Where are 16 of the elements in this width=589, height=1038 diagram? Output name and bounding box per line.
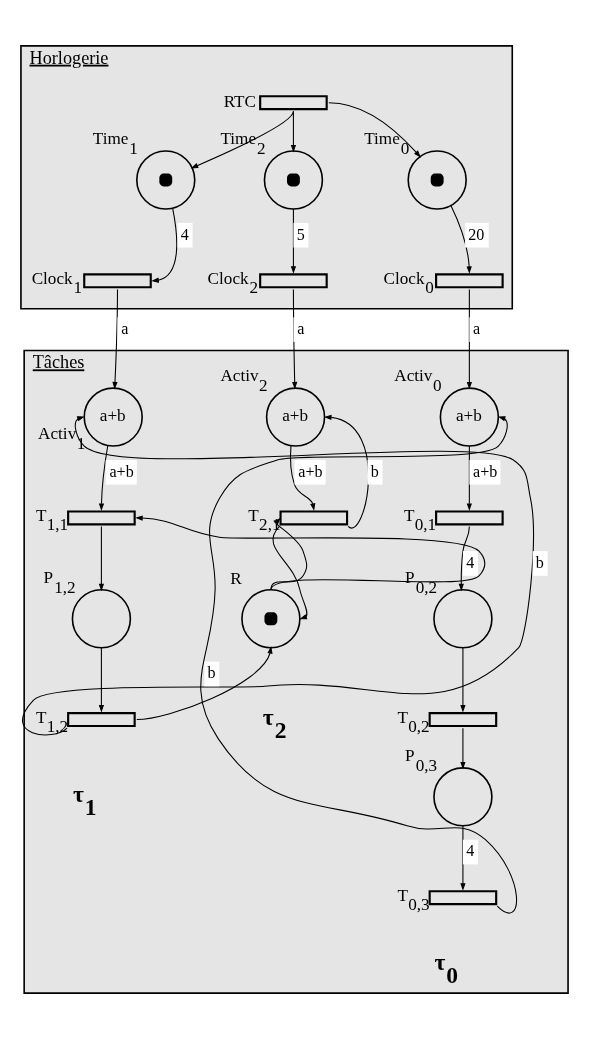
node-label: RTC [223, 91, 257, 111]
edge-label: 4 [466, 841, 475, 859]
edge-label: a+b [298, 462, 323, 480]
edge-label: a [473, 319, 481, 337]
edge-label: 4 [466, 553, 475, 571]
edge-label: b [207, 663, 216, 681]
node-label: R [230, 568, 242, 588]
edge-label: a [121, 319, 129, 337]
edge-label: 20 [468, 225, 485, 243]
edge-label: 4 [180, 225, 189, 243]
edge-label: a+b [473, 462, 498, 480]
edge-label: b [535, 553, 544, 571]
edge-label: 5 [296, 225, 305, 243]
edge-label: a+b [109, 462, 134, 480]
edge-label: b [370, 462, 379, 480]
edge-label: a [297, 319, 305, 337]
